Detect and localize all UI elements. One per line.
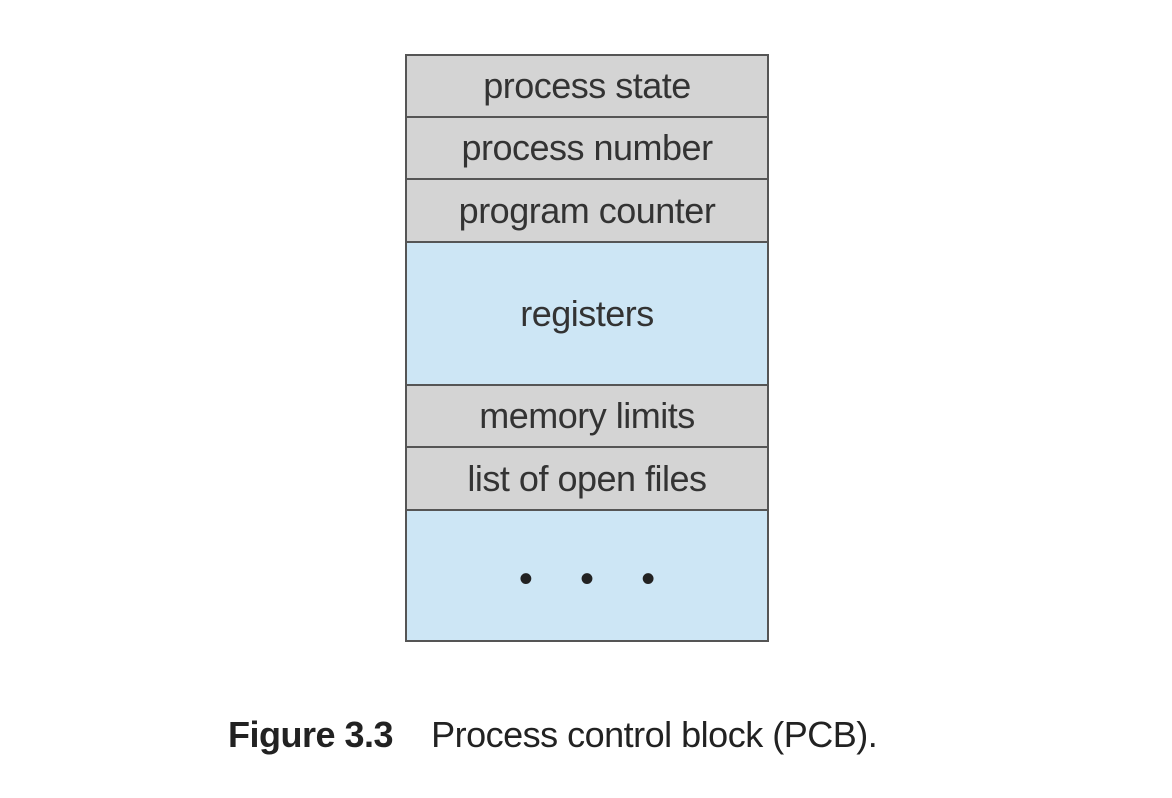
field-ellipsis: • • • (407, 511, 767, 640)
figure-title: Process control block (PCB). (431, 714, 878, 755)
process-control-block: process state process number program cou… (405, 54, 769, 642)
field-label: process number (461, 127, 713, 168)
field-list-of-open-files: list of open files (407, 448, 767, 511)
field-memory-limits: memory limits (407, 386, 767, 448)
field-program-counter: program counter (407, 180, 767, 243)
field-process-state: process state (407, 56, 767, 118)
ellipsis-label: • • • (518, 556, 674, 601)
figure-number: Figure 3.3 (228, 714, 394, 755)
figure-caption: Figure 3.3 Process control block (PCB). (228, 714, 878, 756)
field-label: registers (520, 292, 654, 334)
field-label: list of open files (467, 457, 707, 499)
field-label: memory limits (479, 395, 695, 436)
field-label: program counter (458, 189, 716, 231)
field-label: process state (483, 65, 691, 106)
field-registers: registers (407, 243, 767, 386)
field-process-number: process number (407, 118, 767, 180)
